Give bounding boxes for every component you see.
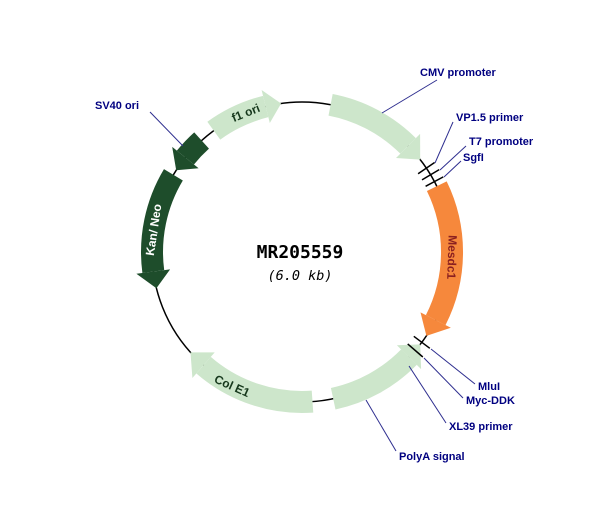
mlui-site-tick xyxy=(413,335,431,349)
mesdc1-gene-arrow-body xyxy=(425,181,464,326)
sv40-ori-arrow-head xyxy=(172,146,199,171)
t7-promoter-leader-line xyxy=(439,145,467,171)
cmv-promoter-label: CMV promoter xyxy=(420,67,497,79)
polya-signal-label: PolyA signal xyxy=(399,451,465,463)
xl39-primer-leader-line xyxy=(408,365,447,424)
myc-ddk-leader-line xyxy=(423,357,464,399)
mlui-label: MluI xyxy=(478,381,500,393)
sv40-ori-leader-line xyxy=(149,111,184,147)
vp15-primer-tick xyxy=(417,161,436,175)
myc-ddk-label: Myc-DDK xyxy=(466,395,515,407)
polya-signal-arrow-body xyxy=(330,349,417,410)
xl39-primer-label: XL39 primer xyxy=(449,421,513,433)
f1-ori-arrow-head xyxy=(261,90,282,123)
mesdc1-label: Mesdc1 xyxy=(444,235,460,280)
vp15-primer-leader-line xyxy=(434,121,454,164)
cmv-promoter-leader-line xyxy=(381,79,438,114)
plasmid-name: MR205559 xyxy=(257,242,344,263)
cmv-promoter-arrow-head xyxy=(396,133,421,160)
cmv-promoter-arrow-body xyxy=(328,94,416,154)
sgfi-leader-line xyxy=(443,160,462,178)
polya-signal-leader-line xyxy=(365,399,397,452)
mesdc1-gene-arrow-head xyxy=(420,312,451,336)
col-e1-arrow-body xyxy=(196,356,314,413)
t7-promoter-tick xyxy=(421,168,440,181)
f1-ori-arrow-body xyxy=(207,95,269,140)
t7-promoter-label: T7 promoter xyxy=(469,136,534,148)
col-e1-arrow-head xyxy=(190,352,215,378)
sv40-ori-label: SV40 ori xyxy=(95,100,139,112)
sgfi-label: SgfI xyxy=(463,152,484,164)
plasmid-size: (6.0 kb) xyxy=(267,268,332,284)
vp15-primer-label: VP1.5 primer xyxy=(456,112,524,124)
mlui-leader-line xyxy=(430,348,476,385)
kan-neo-arrow-body xyxy=(141,169,183,274)
kan-neo-arrow-head xyxy=(136,269,171,289)
sv40-ori-arrow-body xyxy=(176,132,210,165)
sgfi-site-tick xyxy=(425,176,444,187)
myc-ddk-tick xyxy=(407,343,424,358)
